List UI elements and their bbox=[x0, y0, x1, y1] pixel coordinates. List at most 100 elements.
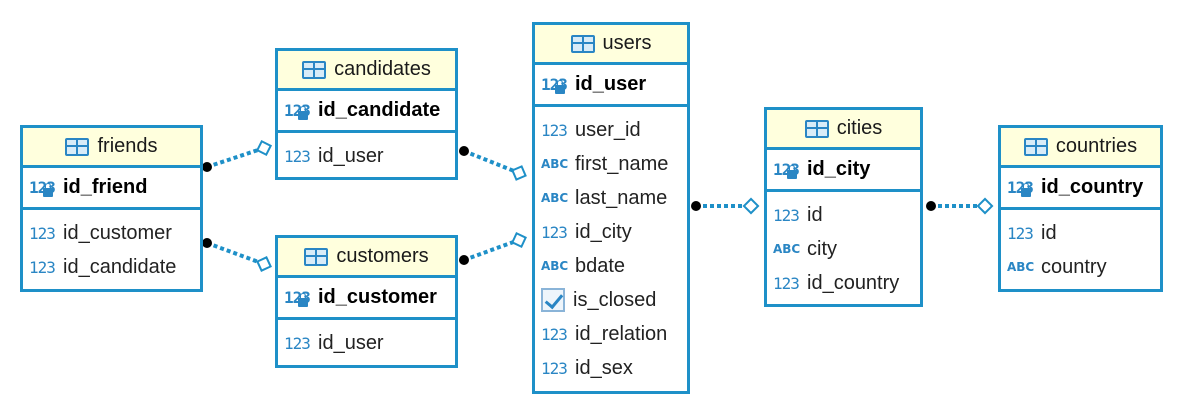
text-type-icon: ABC bbox=[541, 191, 569, 205]
relationship-target-diamond bbox=[511, 165, 527, 181]
entity-title: countries bbox=[1055, 135, 1138, 157]
column-name: id_city bbox=[575, 220, 632, 243]
column-name: id_city bbox=[807, 158, 871, 180]
relationship-target-diamond bbox=[511, 232, 527, 248]
primary-key-row[interactable]: 123 id_friend bbox=[23, 168, 200, 210]
primary-key-icon: 123 bbox=[284, 101, 311, 120]
column-row[interactable]: ABC last_name bbox=[535, 181, 687, 215]
column-name: id bbox=[1041, 221, 1057, 244]
entity-header: friends bbox=[23, 128, 200, 168]
column-name: country bbox=[1041, 255, 1107, 278]
primary-key-icon: 123 bbox=[284, 288, 311, 307]
entity-header: customers bbox=[278, 238, 455, 278]
primary-key-row[interactable]: 123 id_city bbox=[767, 150, 920, 192]
text-type-icon: ABC bbox=[541, 259, 569, 273]
table-icon bbox=[570, 34, 595, 53]
column-row[interactable]: 123 id_candidate bbox=[23, 250, 200, 284]
text-type-icon: ABC bbox=[1007, 260, 1035, 274]
column-name: last_name bbox=[575, 186, 668, 209]
column-row[interactable]: 123 user_id bbox=[535, 113, 687, 147]
column-row[interactable]: 123 id bbox=[1001, 216, 1160, 250]
column-name: id_friend bbox=[63, 176, 148, 198]
entity-countries[interactable]: countries 123 id_country 123 id ABC countr… bbox=[998, 125, 1163, 292]
column-row[interactable]: 123 id bbox=[767, 198, 920, 232]
relationship-source-dot bbox=[459, 146, 469, 156]
primary-key-row[interactable]: 123 id_user bbox=[535, 65, 687, 107]
column-name: id_user bbox=[318, 144, 384, 167]
entity-customers[interactable]: customers 123 id_customer 123 id_user bbox=[275, 235, 458, 368]
column-name: user_id bbox=[575, 118, 641, 141]
numeric-type-icon: 123 bbox=[541, 120, 568, 140]
column-name: id_user bbox=[575, 73, 647, 95]
boolean-type-icon bbox=[541, 288, 565, 312]
relationship-line bbox=[691, 197, 760, 215]
column-name: id_country bbox=[807, 271, 900, 294]
column-name: first_name bbox=[575, 152, 669, 175]
relationship-source-dot bbox=[691, 201, 701, 211]
table-icon bbox=[804, 119, 829, 138]
column-name: id_sex bbox=[575, 356, 633, 379]
column-name: id_customer bbox=[63, 221, 172, 244]
entity-header: cities bbox=[767, 110, 920, 150]
relationship-target-diamond bbox=[255, 139, 273, 157]
primary-key-row[interactable]: 123 id_candidate bbox=[278, 91, 455, 133]
column-row[interactable]: 123 id_city bbox=[535, 215, 687, 249]
column-row[interactable]: ABC bdate bbox=[535, 249, 687, 283]
entity-header: countries bbox=[1001, 128, 1160, 168]
relationship-target-diamond bbox=[742, 197, 760, 215]
numeric-type-icon: 123 bbox=[29, 223, 56, 243]
relationship-source-dot bbox=[202, 238, 212, 248]
table-icon bbox=[304, 247, 329, 266]
table-icon bbox=[302, 60, 327, 79]
relationship-source-dot bbox=[926, 201, 936, 211]
column-name: id_candidate bbox=[318, 99, 441, 121]
numeric-type-icon: 123 bbox=[541, 222, 568, 242]
relationship-target-diamond bbox=[256, 256, 272, 272]
column-row[interactable]: 123 id_user bbox=[278, 139, 455, 173]
column-row[interactable]: ABC country bbox=[1001, 250, 1160, 284]
numeric-type-icon: 123 bbox=[541, 358, 568, 378]
entity-title: friends bbox=[97, 135, 158, 157]
numeric-type-icon: 123 bbox=[1007, 223, 1034, 243]
numeric-type-icon: 123 bbox=[284, 146, 311, 166]
column-name: city bbox=[807, 237, 837, 260]
primary-key-row[interactable]: 123 id_customer bbox=[278, 278, 455, 320]
column-row[interactable]: 123 id_customer bbox=[23, 216, 200, 250]
entity-title: cities bbox=[836, 117, 883, 139]
primary-key-icon: 123 bbox=[773, 160, 800, 179]
entity-header: candidates bbox=[278, 51, 455, 91]
entity-friends[interactable]: friends 123 id_friend 123 id_customer 123… bbox=[20, 125, 203, 292]
primary-key-icon: 123 bbox=[1007, 178, 1034, 197]
column-row[interactable]: 123 id_sex bbox=[535, 351, 687, 385]
entity-title: candidates bbox=[334, 58, 431, 80]
table-icon bbox=[65, 137, 90, 156]
relationship-line bbox=[459, 232, 527, 265]
numeric-type-icon: 123 bbox=[541, 324, 568, 344]
numeric-type-icon: 123 bbox=[773, 205, 800, 225]
primary-key-row[interactable]: 123 id_country bbox=[1001, 168, 1160, 210]
column-name: is_closed bbox=[573, 288, 657, 311]
relationship-source-dot bbox=[459, 255, 469, 265]
column-name: id_candidate bbox=[63, 255, 177, 278]
entity-candidates[interactable]: candidates 123 id_candidate 123 id_user bbox=[275, 48, 458, 180]
column-row[interactable]: is_closed bbox=[535, 283, 687, 317]
primary-key-icon: 123 bbox=[541, 75, 568, 94]
relationship-source-dot bbox=[202, 162, 212, 172]
entity-title: users bbox=[602, 32, 652, 54]
column-name: id bbox=[807, 203, 823, 226]
numeric-type-icon: 123 bbox=[29, 257, 56, 277]
column-name: id_customer bbox=[318, 286, 437, 308]
table-icon bbox=[1023, 137, 1048, 156]
column-name: bdate bbox=[575, 254, 626, 277]
numeric-type-icon: 123 bbox=[284, 333, 311, 353]
column-name: id_country bbox=[1041, 176, 1144, 198]
column-name: id_user bbox=[318, 331, 384, 354]
entity-title: customers bbox=[336, 245, 429, 267]
column-row[interactable]: 123 id_user bbox=[278, 326, 455, 360]
